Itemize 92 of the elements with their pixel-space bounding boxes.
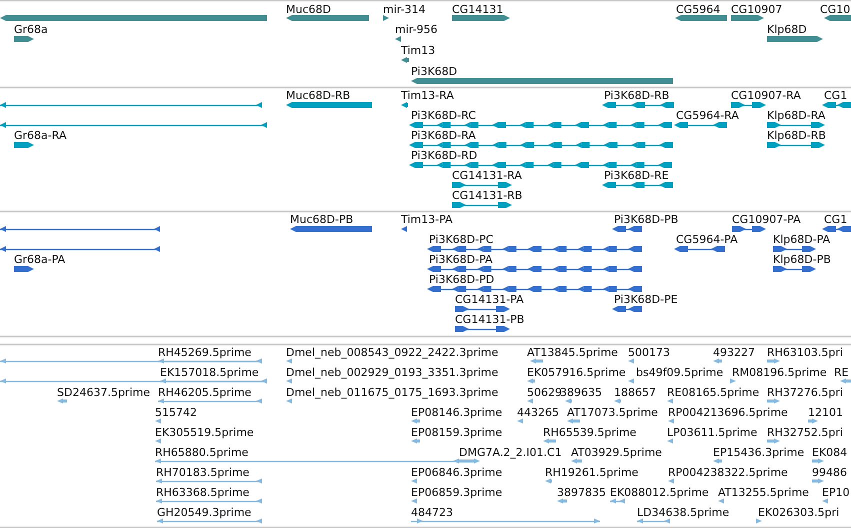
feature-label: 493227	[713, 346, 755, 359]
feature-label: 484723	[411, 506, 453, 519]
feature-label: Pi3K68D-RB	[604, 89, 670, 102]
feature-label: EP06859.3prime	[411, 486, 502, 499]
feature-label: Klp68D-PA	[773, 233, 830, 246]
feature-label: DMG7A.2_2.I01.C1	[459, 446, 562, 459]
feature-label: Muc68D	[286, 3, 331, 16]
feature-label: Klp68D	[767, 23, 807, 36]
feature-label: 3897835	[557, 486, 606, 499]
feature-label: Pi3K68D-PB	[614, 213, 678, 226]
feature-label: Tim13-RA	[401, 89, 454, 102]
feature-label: Pi3K68D-PE	[614, 293, 678, 306]
feature-label: Dmel_neb_008543_0922_2422.3prime	[286, 346, 498, 359]
feature-label: Pi3K68D-RE	[604, 169, 669, 182]
feature-label: CG14131-PA	[455, 293, 524, 306]
feature-label: CG5964-PA	[676, 233, 738, 246]
feature-label: Pi3K68D-PC	[429, 233, 494, 246]
feature-label: RH37276.5pri	[767, 386, 843, 399]
feature-label: Pi3K68D-RD	[411, 149, 478, 162]
feature-label: AT13255.5prime	[718, 486, 809, 499]
feature-label: 500173	[628, 346, 670, 359]
feature-label: CG1	[824, 213, 848, 226]
feature-label: Pi3K68D-PD	[429, 273, 494, 286]
feature-label: CG10907	[731, 3, 782, 16]
feature-label: CG14131-RA	[452, 169, 522, 182]
feature-label: CG5964	[676, 3, 720, 16]
feature-label: 50629	[527, 386, 562, 399]
feature-label: 443265	[517, 406, 559, 419]
feature-label: Pi3K68D-RC	[411, 109, 476, 122]
feature-label: 12101	[808, 406, 843, 419]
feature-label: EK057916.5prime	[527, 366, 626, 379]
feature-label: RH65539.5prime	[543, 426, 636, 439]
feature-label: Gr68a-RA	[14, 129, 66, 142]
feature-label: CG14131-RB	[452, 189, 522, 202]
feature-label: AT03929.5prime	[571, 446, 662, 459]
feature-label: RH46205.5prime	[158, 386, 252, 399]
feature-label: RH65880.5prime	[155, 446, 248, 459]
feature-label: RM08196.5prime	[732, 366, 827, 379]
feature-label: CG14131-PB	[455, 313, 524, 326]
feature-label: AT13845.5prime	[527, 346, 618, 359]
feature-label: EK026303.5pri	[758, 506, 840, 519]
feature-label: EP10	[822, 486, 850, 499]
feature-label: AT17073.5prime	[567, 406, 658, 419]
feature-label: Gr68a	[14, 23, 48, 36]
feature-label: RH19261.5prime	[545, 466, 638, 479]
feature-label: bs49f09.5prime	[636, 366, 724, 379]
feature-label: mir-956	[395, 23, 438, 36]
feature-label: SD24637.5prime	[57, 386, 150, 399]
feature-label: CG10907-PA	[732, 213, 801, 226]
feature-label: GH20549.3prime	[157, 506, 252, 519]
feature-label: CG14131	[452, 3, 504, 16]
feature-label: RE	[834, 366, 849, 379]
feature-label: CG10907-RA	[731, 89, 801, 102]
feature-label: Muc68D-PB	[290, 213, 354, 226]
feature-label: Klp68D-PB	[773, 253, 831, 266]
feature-label: Pi3K68D	[411, 65, 458, 78]
feature-label: RH45269.5prime	[158, 346, 252, 359]
feature-label: RH32752.5pri	[767, 426, 843, 439]
feature-label: EP15436.3prime	[713, 446, 804, 459]
feature-label: CG1	[824, 89, 848, 102]
feature-label: Gr68a-PA	[14, 253, 66, 266]
feature-label: EK305519.5prime	[155, 426, 254, 439]
feature-label: Muc68D-RB	[286, 89, 350, 102]
feature-label: Klp68D-RA	[767, 109, 826, 122]
feature-label: LD34638.5prime	[637, 506, 730, 519]
feature-label: Tim13-PA	[401, 213, 453, 226]
feature-label: EK157018.5prime	[160, 366, 259, 379]
feature-label: RP004238322.5prime	[668, 466, 788, 479]
feature-label: Dmel_neb_002929_0193_3351.3prime	[286, 366, 498, 379]
feature-label: Pi3K68D-PA	[429, 253, 493, 266]
feature-label: mir-314	[383, 3, 426, 16]
feature-label: EK088012.5prime	[610, 486, 709, 499]
feature-label: RH63103.5pri	[767, 346, 843, 359]
feature-label: RP004213696.5prime	[668, 406, 788, 419]
feature-label: CG5964-RA	[676, 109, 739, 122]
feature-label: Tim13	[401, 44, 436, 57]
feature-label: Pi3K68D-RA	[411, 129, 476, 142]
feature-label: Dmel_neb_011675_0175_1693.3prime	[286, 386, 498, 399]
feature-label: RH63368.5prime	[156, 486, 250, 499]
feature-label: EP08159.3prime	[411, 426, 502, 439]
feature-label: 99486	[812, 466, 847, 479]
feature-label: LP03611.5prime	[667, 426, 758, 439]
feature-label: CG10	[820, 3, 850, 16]
feature-label: EP06846.3prime	[411, 466, 502, 479]
feature-label: 188657	[614, 386, 656, 399]
feature-label: 389635	[560, 386, 602, 399]
feature-label: EK084	[812, 446, 848, 459]
feature-label: RE08165.5prime	[667, 386, 760, 399]
feature-label: RH70183.5prime	[156, 466, 250, 479]
feature-label: 515742	[155, 406, 197, 419]
feature-label: EP08146.3prime	[411, 406, 502, 419]
feature-label: Klp68D-RB	[767, 129, 826, 142]
